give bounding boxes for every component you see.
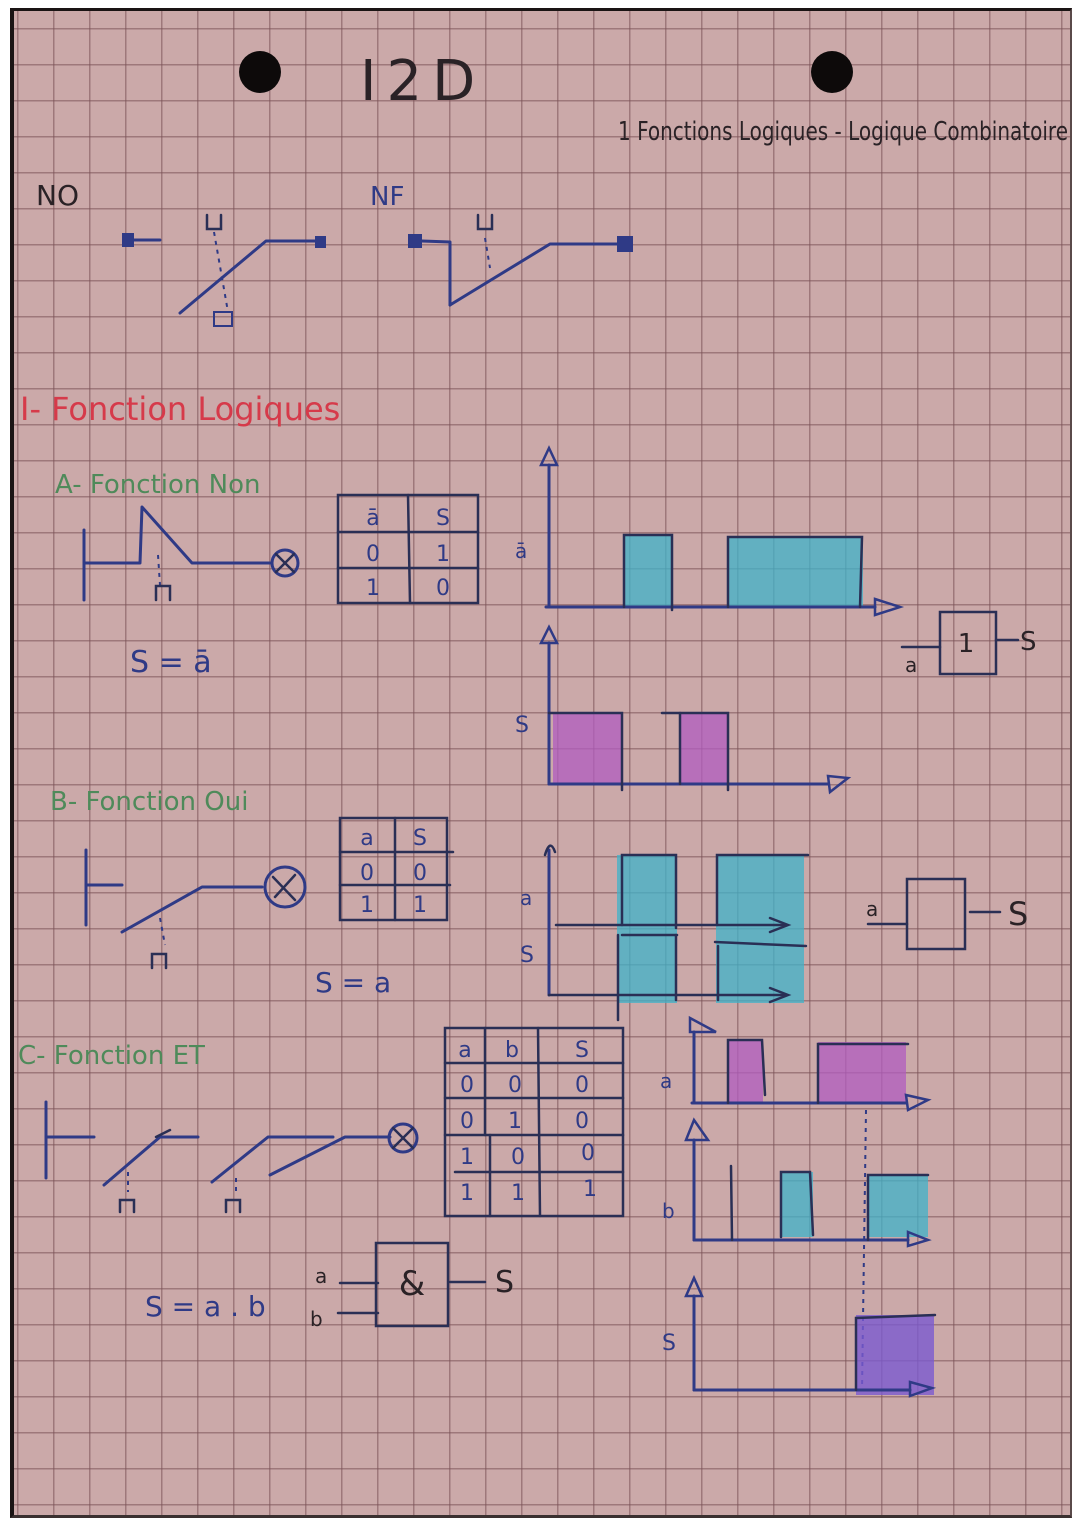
svg-text:0: 0 (413, 861, 427, 886)
svg-text:0: 0 (366, 542, 380, 567)
binder-hole-right (811, 51, 853, 93)
svg-text:&: & (399, 1264, 426, 1304)
svg-text:0: 0 (436, 576, 450, 601)
svg-text:1: 1 (436, 542, 450, 567)
et-circuit-diagram (44, 1100, 419, 1214)
svg-text:0: 0 (575, 1073, 589, 1098)
svg-text:0: 0 (508, 1073, 522, 1098)
svg-text:a: a (360, 826, 373, 851)
lamp-icon (263, 865, 307, 909)
non-chart-abar: ā (515, 445, 905, 617)
svg-text:S: S (495, 1265, 514, 1300)
svg-text:1: 1 (360, 893, 374, 918)
svg-text:a: a (520, 886, 532, 910)
oui-logic-gate: a S (866, 877, 1028, 951)
svg-text:a: a (866, 897, 878, 921)
svg-text:a: a (660, 1069, 672, 1093)
svg-text:b: b (310, 1307, 323, 1331)
oui-equation: S = a (315, 966, 391, 999)
svg-text:ā: ā (366, 506, 379, 531)
svg-text:0: 0 (511, 1145, 525, 1170)
svg-text:1: 1 (511, 1181, 525, 1206)
svg-text:1: 1 (508, 1109, 522, 1134)
svg-text:0: 0 (575, 1109, 589, 1134)
non-heading: A- Fonction Non (55, 470, 260, 500)
svg-text:1: 1 (583, 1177, 597, 1202)
section-heading: I- Fonction Logiques (20, 390, 340, 428)
svg-text:a: a (905, 653, 917, 677)
nf-contact-label: NF (370, 182, 404, 212)
et-chart-b: b (662, 1117, 932, 1248)
no-contact-diagram (122, 213, 326, 327)
nf-contact-diagram (408, 213, 633, 307)
et-chart-guide-line (861, 1109, 867, 1391)
svg-text:1: 1 (366, 576, 380, 601)
non-logic-gate: 1 S a (900, 610, 1037, 677)
svg-text:a: a (315, 1264, 327, 1288)
svg-text:S: S (413, 826, 427, 851)
non-circuit-diagram (82, 505, 300, 602)
oui-heading: B- Fonction Oui (50, 787, 248, 817)
svg-text:S: S (1020, 627, 1037, 657)
page-title: I2D (360, 49, 485, 114)
svg-text:b: b (662, 1199, 675, 1223)
svg-text:S: S (575, 1038, 589, 1063)
oui-circuit-diagram (84, 848, 307, 970)
non-truth-table: ā S 0 1 1 0 (336, 493, 480, 605)
svg-text:1: 1 (460, 1145, 474, 1170)
page-subtitle: 1 Fonctions Logiques - Logique Combinato… (618, 117, 1068, 147)
svg-text:S: S (1008, 895, 1028, 933)
svg-text:a: a (458, 1038, 471, 1063)
et-logic-gate: & a b S (310, 1241, 514, 1331)
non-chart-s: S (515, 624, 852, 795)
et-truth-table: a b S 0 0 0 0 1 0 1 0 0 1 1 1 (443, 1026, 625, 1218)
svg-text:b: b (505, 1038, 519, 1063)
svg-text:S: S (515, 713, 529, 738)
oui-chart: a S (520, 844, 810, 1022)
non-equation: S = ā (130, 645, 212, 680)
notebook-page (10, 8, 1072, 1518)
svg-text:0: 0 (360, 861, 374, 886)
svg-text:1: 1 (413, 893, 427, 918)
svg-text:0: 0 (460, 1073, 474, 1098)
svg-text:ā: ā (515, 539, 527, 563)
et-chart-a: a (660, 1015, 932, 1112)
no-contact-label: NO (36, 179, 79, 212)
lamp-icon (387, 1122, 419, 1154)
et-heading: C- Fonction ET (18, 1041, 205, 1071)
et-chart-s: S (662, 1274, 937, 1398)
et-equation: S = a . b (145, 1290, 266, 1323)
svg-text:S: S (662, 1331, 676, 1356)
svg-text:0: 0 (460, 1109, 474, 1134)
svg-text:S: S (520, 943, 534, 968)
svg-text:1: 1 (958, 629, 975, 659)
svg-text:0: 0 (581, 1141, 595, 1166)
oui-truth-table: a S 0 0 1 1 (338, 816, 455, 922)
binder-hole-left (239, 51, 281, 93)
svg-text:S: S (436, 506, 450, 531)
svg-text:1: 1 (460, 1181, 474, 1206)
lamp-icon (270, 548, 300, 578)
